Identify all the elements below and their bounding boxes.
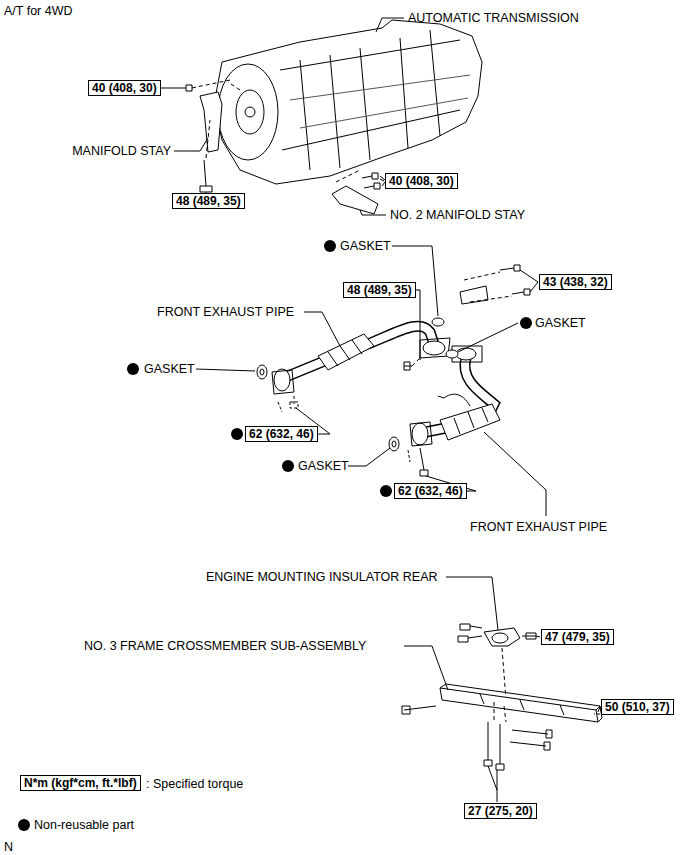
torque-value: 43 (438, 32) [543,275,608,289]
part-label: AUTOMATIC TRANSMISSION [408,11,579,25]
part-label: NO. 3 FRAME CROSSMEMBER SUB-ASSEMBLY [84,639,366,653]
part-label: FRONT EXHAUST PIPE [157,305,294,319]
torque-box: 48 (489, 35) [343,282,416,298]
torque-box: 62 (632, 46) [394,483,467,499]
torque-value: N*m (kgf*cm, ft.*lbf) [24,776,137,790]
part-label: NO. 2 MANIFOLD STAY [390,208,525,222]
part-label: MANIFOLD STAY [72,144,171,158]
torque-box: 43 (438, 32) [539,274,612,290]
torque-box: 47 (479, 35) [541,629,614,645]
part-label: GASKET [340,239,391,253]
torque-box: 40 (408, 30) [385,173,458,189]
torque-value: 62 (632, 46) [249,427,314,441]
part-label: GASKET [144,362,195,376]
part-label: FRONT EXHAUST PIPE [470,520,607,534]
part-label: N [4,840,13,854]
torque-value: 62 (632, 46) [398,484,463,498]
torque-value: 27 (275, 20) [468,804,533,818]
part-label: GASKET [298,459,349,473]
legend-text: Non-reusable part [34,818,134,832]
torque-box: N*m (kgf*cm, ft.*lbf) [20,775,141,791]
torque-value: 48 (489, 35) [176,194,241,208]
torque-box: 62 (632, 46) [245,426,318,442]
torque-box: 48 (489, 35) [172,193,245,209]
part-label: A/T for 4WD [4,4,73,18]
torque-value: 50 (510, 37) [605,700,670,714]
torque-value: 40 (408, 30) [389,174,454,188]
non-reusable-dot [18,240,532,831]
part-label: : Specified torque [146,777,243,791]
torque-box: 50 (510, 37) [601,699,674,715]
torque-value: 48 (489, 35) [347,283,412,297]
torque-box: 40 (408, 30) [88,80,161,96]
torque-value: 47 (479, 35) [545,630,610,644]
part-label: GASKET [535,316,586,330]
torque-value: 40 (408, 30) [92,81,157,95]
part-label: ENGINE MOUNTING INSULATOR REAR [206,570,438,584]
torque-box: 27 (275, 20) [464,803,537,819]
